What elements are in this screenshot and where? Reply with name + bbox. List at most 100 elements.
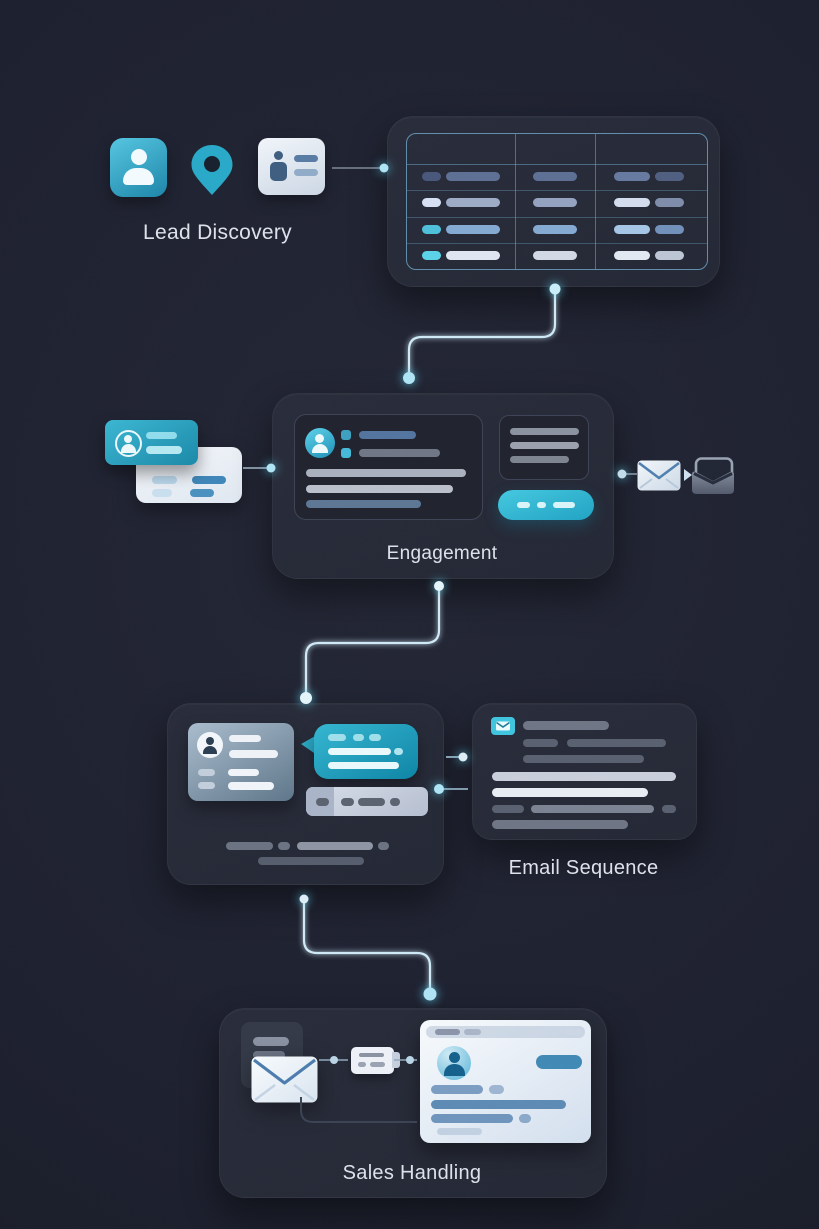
email-sequence-panel — [472, 703, 697, 840]
envelope-badge-icon — [491, 717, 515, 735]
table-column-divider — [515, 134, 516, 269]
profile-avatar-body — [444, 1064, 465, 1076]
profile-button — [536, 1055, 582, 1069]
envelope-icon — [251, 1056, 318, 1103]
engagement-label: Engagement — [386, 543, 498, 564]
text-line-pill — [306, 500, 421, 508]
table-cell-pill — [655, 172, 684, 181]
profile-avatar — [437, 1046, 471, 1080]
lead-table-panel — [387, 116, 720, 287]
table-cell-pill — [614, 251, 650, 260]
node-dot — [458, 752, 468, 762]
node-dot — [434, 581, 444, 591]
email-line — [523, 755, 644, 763]
chat-card-avatar-body — [203, 746, 217, 754]
messaging-panel — [167, 703, 444, 885]
message-line — [152, 489, 172, 497]
text-line-pill — [510, 428, 579, 435]
button-dash — [553, 502, 575, 508]
table-cell-pill — [614, 172, 650, 181]
text-line-pill — [228, 782, 274, 790]
toolbar-dash — [341, 798, 354, 806]
text-line-pill — [278, 842, 290, 850]
header-pill — [564, 1029, 582, 1035]
table-cell-pill — [655, 225, 684, 234]
toolbar-dash — [390, 798, 400, 806]
contact-badge-avatar — [115, 430, 142, 457]
table-row-divider — [407, 190, 707, 191]
table-cell-pill — [422, 198, 441, 207]
contact-card-line — [294, 169, 318, 176]
profile-line — [431, 1114, 513, 1123]
note-dash — [370, 1062, 385, 1067]
engagement-profile-card — [294, 414, 483, 520]
connector-messaging-to-sales — [302, 899, 432, 994]
profile-line — [431, 1085, 483, 1094]
table-cell-pill — [533, 198, 577, 207]
lead-table — [406, 133, 708, 270]
text-line-pill — [510, 442, 579, 449]
person-icon — [110, 138, 167, 197]
connector-tab — [684, 469, 692, 481]
email-line — [567, 739, 666, 747]
profile-line — [519, 1114, 531, 1123]
sales-handling-label: Sales Handling — [342, 1162, 482, 1184]
header-pill — [464, 1029, 481, 1035]
text-line-pill — [378, 842, 389, 850]
note-card-tab — [392, 1052, 400, 1068]
text-line-pill — [198, 769, 215, 776]
text-line-pill — [359, 449, 440, 457]
table-cell-pill — [655, 251, 684, 260]
table-row-divider — [407, 217, 707, 218]
engagement-note-card — [499, 415, 589, 480]
toolbar-dash — [316, 798, 329, 806]
table-cell-pill — [655, 198, 684, 207]
email-sequence-label: Email Sequence — [508, 857, 659, 879]
message-toolbar — [306, 787, 428, 816]
text-line-pill — [229, 735, 261, 742]
message-line — [190, 489, 214, 497]
email-line — [523, 721, 609, 730]
node-dot — [617, 469, 627, 479]
document-line — [253, 1037, 289, 1046]
bubble-line — [328, 762, 399, 769]
person-icon-head — [131, 149, 147, 165]
status-square — [341, 430, 351, 440]
profile-line — [431, 1100, 566, 1109]
open-envelope-icon — [684, 457, 734, 494]
bubble-dash — [369, 734, 381, 741]
table-cell-pill — [533, 251, 577, 260]
table-row-divider — [407, 164, 707, 165]
table-row-divider — [407, 243, 707, 244]
email-line — [531, 805, 654, 813]
engagement-avatar-head — [315, 434, 324, 443]
chat-card-avatar — [197, 732, 223, 758]
engagement-avatar — [305, 428, 335, 458]
table-cell-pill — [446, 251, 500, 260]
lead-discovery-label: Lead Discovery — [143, 221, 292, 244]
node-dot — [423, 987, 437, 1001]
table-cell-pill — [446, 225, 500, 234]
contact-badge-avatar-head — [124, 435, 132, 443]
text-line-pill — [306, 485, 453, 493]
contact-card-person-body — [270, 162, 287, 181]
text-line-pill — [258, 857, 364, 865]
email-line — [492, 820, 628, 829]
text-line-pill — [229, 750, 278, 758]
table-cell-pill — [446, 198, 500, 207]
table-cell-pill — [533, 172, 577, 181]
chat-card-avatar-head — [206, 737, 214, 745]
contact-card-icon — [258, 138, 325, 195]
header-pill — [435, 1029, 460, 1035]
node-dot — [403, 372, 415, 384]
bubble-dash — [328, 734, 346, 741]
profile-line — [489, 1085, 504, 1094]
table-cell-pill — [422, 225, 441, 234]
email-line — [492, 788, 648, 797]
note-card-icon — [351, 1047, 400, 1074]
table-cell-pill — [422, 251, 441, 260]
table-cell-pill — [533, 225, 577, 234]
contact-badge-avatar-body — [121, 444, 136, 453]
text-line-pill — [228, 769, 259, 776]
